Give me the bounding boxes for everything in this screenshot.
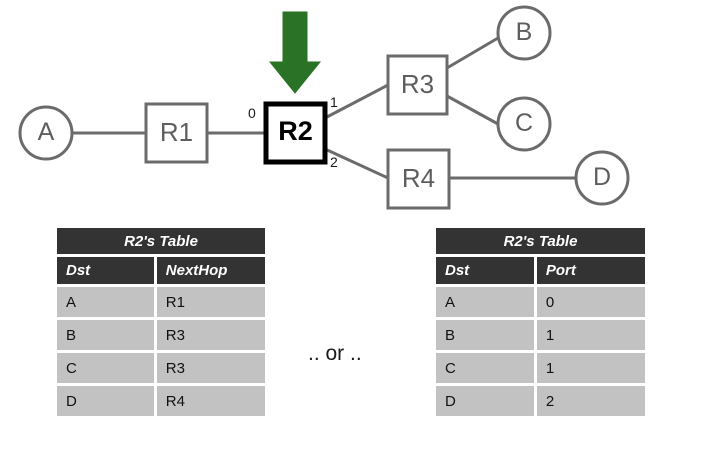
cell-dst: A xyxy=(436,284,534,317)
cell-dst: B xyxy=(57,317,154,350)
table-title-row: R2's Table xyxy=(57,228,265,254)
host-node-d xyxy=(574,150,630,206)
router-node-r2 xyxy=(263,101,328,165)
host-nodes xyxy=(18,5,630,206)
or-connector-text: .. or .. xyxy=(308,342,362,365)
port-label-0: 0 xyxy=(248,105,256,121)
column-header-dst: Dst xyxy=(436,254,534,284)
host-node-b xyxy=(496,5,552,61)
host-node-c xyxy=(496,96,552,152)
cell-nexthop: R4 xyxy=(153,383,265,416)
table-row: A 0 xyxy=(436,284,645,317)
port-label-2: 2 xyxy=(330,154,338,170)
links xyxy=(72,36,577,180)
topology-svg xyxy=(18,5,630,210)
cell-dst: D xyxy=(57,383,154,416)
port-table: R2's Table Dst Port A 0 B 1 C 1 D 2 xyxy=(436,228,645,416)
network-topology-diagram: A B C D R1 R2 R3 R4 0 1 2 xyxy=(18,5,630,210)
cell-port: 1 xyxy=(533,317,645,350)
column-header-port: Port xyxy=(533,254,645,284)
cell-nexthop: R1 xyxy=(153,284,265,317)
router-node-r3 xyxy=(386,54,449,116)
nexthop-table: R2's Table Dst NextHop A R1 B R3 C R3 D … xyxy=(57,228,265,416)
table-header-row: Dst NextHop xyxy=(57,254,265,284)
column-header-dst: Dst xyxy=(57,254,154,284)
link-r3-c xyxy=(446,94,499,126)
cell-dst: C xyxy=(436,350,534,383)
table-row: A R1 xyxy=(57,284,265,317)
cell-dst: B xyxy=(436,317,534,350)
cell-nexthop: R3 xyxy=(153,350,265,383)
cell-dst: D xyxy=(436,383,534,416)
port-label-1: 1 xyxy=(330,94,338,110)
column-header-nexthop: NextHop xyxy=(153,254,265,284)
cell-dst: A xyxy=(57,284,154,317)
host-node-a xyxy=(18,105,74,161)
link-r2-r4 xyxy=(324,147,389,180)
table-row: D R4 xyxy=(57,383,265,416)
green-down-arrow-shape xyxy=(268,11,322,94)
table-row: D 2 xyxy=(436,383,645,416)
table-row: B 1 xyxy=(436,317,645,350)
cell-port: 2 xyxy=(533,383,645,416)
table-row: C 1 xyxy=(436,350,645,383)
router-node-r4 xyxy=(386,148,451,210)
router-node-r1 xyxy=(144,102,209,164)
port-table-title: R2's Table xyxy=(436,228,645,254)
link-r3-b xyxy=(446,36,499,70)
cell-port: 1 xyxy=(533,350,645,383)
router-nodes xyxy=(144,54,451,210)
table-row: C R3 xyxy=(57,350,265,383)
cell-port: 0 xyxy=(533,284,645,317)
nexthop-table-title: R2's Table xyxy=(57,228,265,254)
green-down-arrow xyxy=(268,11,322,94)
cell-nexthop: R3 xyxy=(153,317,265,350)
link-r2-r3 xyxy=(324,83,389,120)
table-title-row: R2's Table xyxy=(436,228,645,254)
table-header-row: Dst Port xyxy=(436,254,645,284)
table-row: B R3 xyxy=(57,317,265,350)
cell-dst: C xyxy=(57,350,154,383)
